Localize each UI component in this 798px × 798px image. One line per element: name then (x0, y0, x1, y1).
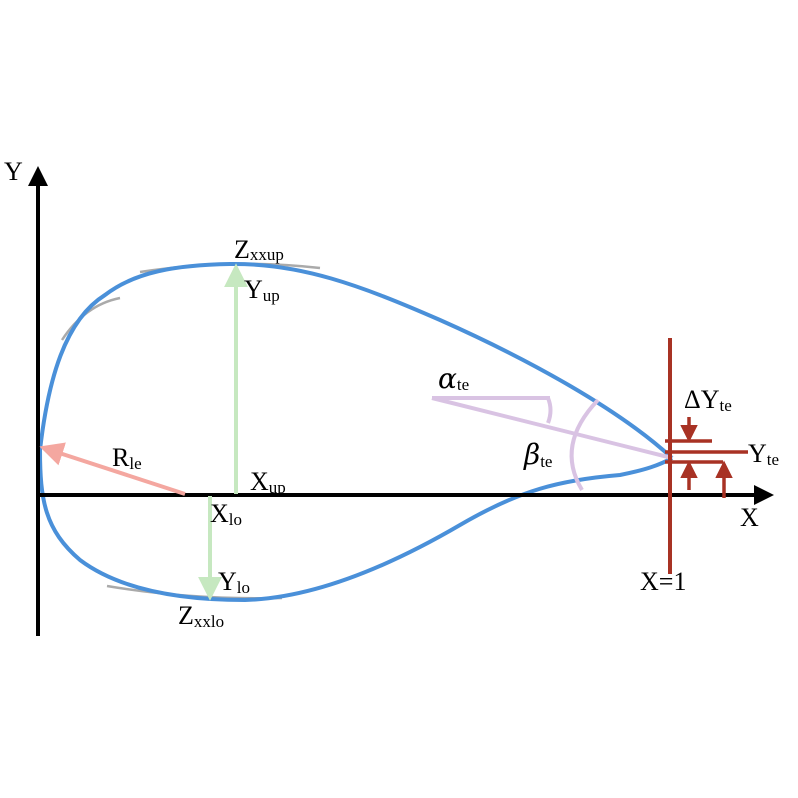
x-axis-label: X (740, 503, 759, 532)
zxxlo-label: Zxxlo (178, 601, 224, 631)
rle-label: Rle (112, 443, 142, 473)
xup-label: Xup (250, 467, 286, 497)
ylo-label: Ylo (218, 567, 250, 597)
alpha-te-label: αte (438, 362, 469, 395)
x-equals-1-label: X=1 (640, 567, 686, 596)
trailing-edge-bisector (431, 396, 673, 460)
beta-te-label: βte (523, 438, 552, 471)
alpha-angle-arc (546, 397, 553, 424)
yte-label: Yte (748, 439, 779, 469)
yup-label: Yup (244, 275, 280, 305)
upper-leading-curvature-fit (60, 296, 121, 341)
leading-edge-radius-arrow (39, 442, 186, 496)
airfoil-lower-surface (38, 449, 674, 603)
beta-angle-arc (569, 398, 600, 492)
airfoil-upper-surface (38, 261, 674, 460)
y-axis-label: Y (4, 157, 23, 186)
delta-yte-label: ΔYte (684, 385, 732, 415)
zxxup-label: Zxxup (234, 235, 284, 264)
xlo-label: Xlo (210, 499, 242, 529)
